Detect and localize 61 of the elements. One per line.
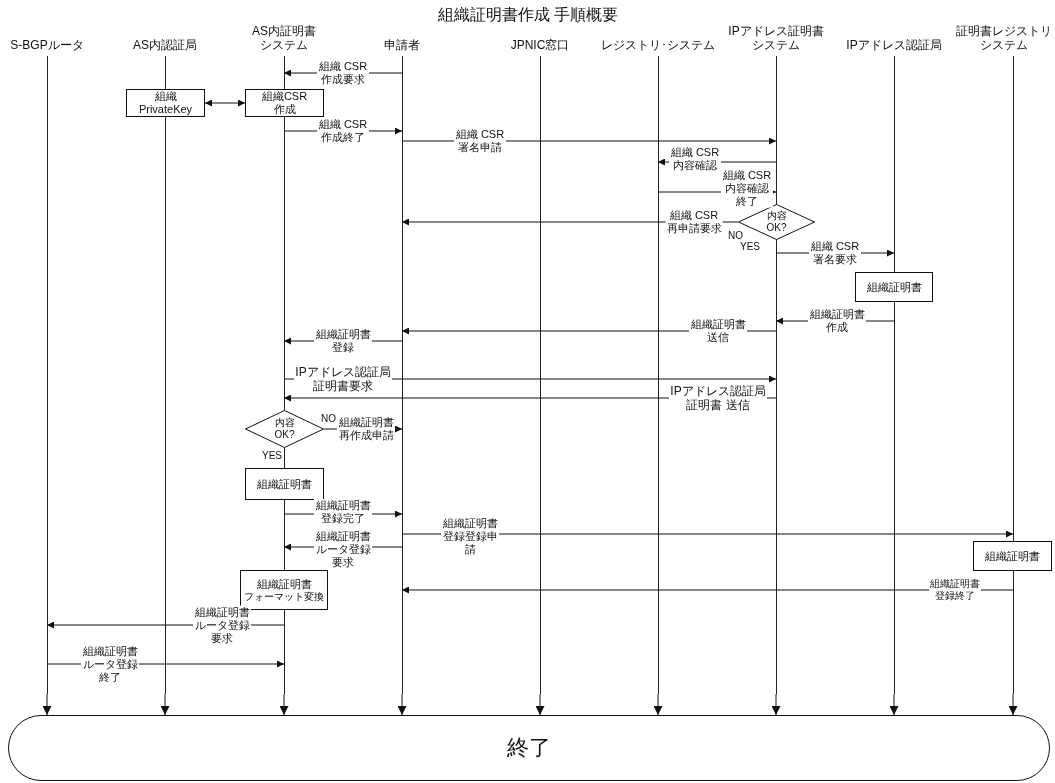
- diagram-title: 組織証明書作成 手順概要: [437, 5, 619, 25]
- participant-label: AS内証明書システム: [251, 24, 317, 52]
- edge-label: 組織証明書作成: [808, 308, 866, 334]
- lifeline-arrow: [889, 693, 899, 716]
- lifeline-arrow: [160, 693, 170, 716]
- edge-label: 組織 CSR署名要求: [809, 240, 861, 266]
- participant-label: 申請者: [383, 38, 421, 52]
- lifeline-arrow: [42, 693, 52, 716]
- edge-label: 組織証明書ルータ登録終了: [81, 644, 139, 684]
- branch-label: NO: [321, 413, 336, 425]
- end-terminator: 終了: [8, 715, 1050, 781]
- process-box: 組織証明書: [855, 272, 933, 302]
- edge-label: IPアドレス認証局証明書要求: [294, 365, 392, 393]
- edge-label: 組織証明書登録完了: [314, 499, 372, 525]
- lifeline: [46, 56, 48, 694]
- branch-label: YES: [262, 450, 282, 462]
- process-box: 組織証明書: [245, 468, 324, 500]
- process-box: 組織CSR作成: [245, 89, 324, 117]
- lifeline: [164, 56, 166, 694]
- edge-label: IPアドレス認証局証明書 送信: [669, 384, 767, 412]
- message-arrow: [401, 530, 1014, 538]
- message-arrow: [401, 586, 1014, 594]
- lifeline-arrow: [397, 693, 407, 716]
- process-box: 組織証明書: [973, 541, 1052, 571]
- lifeline-arrow: [653, 693, 663, 716]
- participant-label: IPアドレス認証局: [845, 38, 943, 52]
- lifeline: [657, 56, 659, 694]
- lifeline-arrow: [1008, 693, 1018, 716]
- participant-label: S-BGPルータ: [9, 38, 85, 52]
- message-arrow: [204, 99, 246, 107]
- edge-label: 組織 CSR作成終了: [317, 118, 369, 144]
- edge-label: 組織 CSR作成要求: [317, 60, 369, 86]
- lifeline: [893, 56, 895, 694]
- participant-label: JPNIC窓口: [509, 38, 571, 52]
- edge-label: 組織 CSR再申請要求: [665, 209, 723, 235]
- edge-label: 組織証明書登録終了: [929, 578, 981, 602]
- edge-label: 組織証明書登録: [314, 328, 372, 354]
- lifeline: [539, 56, 541, 694]
- box-subtitle: フォーマット変換: [244, 590, 324, 603]
- edge-label: 組織 CSR署名申請: [454, 128, 506, 154]
- edge-label: 組織証明書ルータ登録要求: [314, 529, 372, 569]
- participant-label: 証明書レジストリシステム: [955, 24, 1053, 52]
- edge-label: 組織 CSR内容確認終了: [721, 168, 773, 208]
- lifeline: [1012, 56, 1014, 694]
- branch-label: YES: [740, 241, 760, 253]
- process-box: 組織PrivateKey: [126, 89, 205, 117]
- lifeline: [401, 56, 403, 694]
- lifeline-arrow: [279, 693, 289, 716]
- edge-label: 組織証明書送信: [689, 318, 747, 344]
- edge-label: 組織証明書再作成申請: [337, 416, 395, 442]
- branch-label: NO: [728, 230, 743, 242]
- participant-label: AS内認証局: [132, 38, 198, 52]
- box-title: 組織証明書: [256, 577, 312, 590]
- participant-label: IPアドレス証明書システム: [727, 24, 825, 52]
- lifeline: [775, 56, 777, 694]
- edge-label: 組織 CSR内容確認: [669, 146, 721, 172]
- edge-label: 組織証明書登録登録申請: [441, 516, 499, 556]
- participant-label: レジストリ･システム: [600, 38, 716, 52]
- edge-label: 組織証明書ルータ登録要求: [193, 605, 251, 645]
- lifeline-arrow: [771, 693, 781, 716]
- lifeline-arrow: [535, 693, 545, 716]
